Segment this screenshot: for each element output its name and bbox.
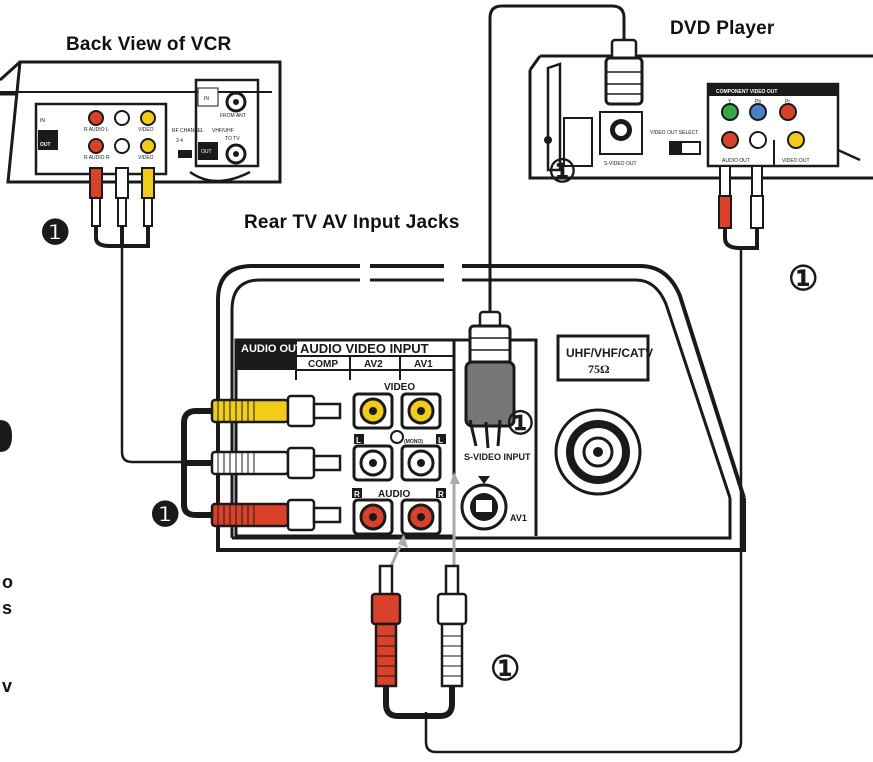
dvd-video-out-label: VIDEO OUT [782, 158, 810, 164]
s-video-cable [488, 4, 626, 315]
step-marker-vcr: ❶ [40, 213, 70, 253]
tv-video-label: VIDEO [384, 382, 415, 393]
tv-s-video-plug [464, 310, 516, 449]
tv-rear-panel: AUDIO OUTPUT AUDIO VIDEO INPUT COMP AV2 … [216, 258, 746, 552]
vcr-video-label: VIDEO [138, 127, 154, 133]
tv-av2-label: AV2 [364, 359, 383, 370]
dvd-component-out-label: COMPONENT VIDEO OUT [716, 89, 777, 95]
vcr-ant-in-label: IN [204, 96, 209, 102]
dvd-pr-label: Pr [785, 99, 790, 105]
left-fragment-3: v [2, 676, 13, 696]
tv-mono-label: (MONO) [404, 439, 423, 445]
tv-ohms-label: 75Ω [588, 362, 610, 376]
tv-rca-jacks [352, 392, 446, 536]
left-fragment-2: s [2, 598, 13, 618]
tv-title: Rear TV AV Input Jacks [244, 212, 460, 233]
tv-r-label: R [354, 490, 360, 499]
step-marker-dvd-audio: ① [788, 259, 818, 299]
tv-l2-label: L [438, 436, 443, 445]
dvd-jacks [721, 103, 805, 149]
tv-audio-output-label: AUDIO OUTPUT [241, 343, 325, 355]
vcr-rf-channel-label: RF CHANNEL [172, 128, 204, 134]
tv-antenna-jack [554, 408, 642, 496]
dvd-video-out-select-label: VIDEO OUT SELECT [650, 130, 698, 136]
left-edge-marker [0, 420, 12, 452]
vcr-in-label: IN [40, 118, 45, 124]
vcr-audio-r-label: R AUDIO R [84, 155, 110, 161]
vcr-to-tv-label: TO TV [225, 136, 240, 142]
tv-uhf-vhf-catv-label: UHF/VHF/CATV [566, 346, 653, 360]
vcr-out-rf-label: OUT [201, 149, 212, 155]
step-marker-tv-audio: ① [490, 649, 520, 689]
vcr-video2-label: VIDEO [138, 155, 154, 161]
vcr-to-tv-cable [120, 246, 212, 464]
dvd-audio-cable [424, 248, 743, 754]
vcr-rca-plugs [89, 167, 155, 248]
dvd-title: DVD Player [670, 18, 775, 39]
dvd-player-back-panel: COMPONENT VIDEO OUT Y Pb Pr VIDEO OUT SE… [528, 54, 873, 180]
vcr-back-panel: IN OUT R AUDIO L VIDEO R AUDIO R VIDEO I… [0, 60, 282, 184]
tv-r2-label: R [438, 490, 444, 499]
step-marker-dvd-svideo: ① [548, 152, 577, 190]
step-marker-tv-rca: ❶ [150, 495, 180, 535]
vcr-from-ant-label: FROM ANT [220, 113, 246, 119]
tv-av1-svideo-label: AV1 [510, 513, 527, 523]
vcr-audio-l-label: R AUDIO L [84, 127, 109, 133]
tv-s-video-input-label: S-VIDEO INPUT [464, 452, 531, 462]
dvd-s-video-plug [604, 38, 644, 106]
vcr-jacks [88, 91, 247, 165]
tv-rca-plugs-horizontal [181, 394, 342, 532]
vcr-out-label: OUT [40, 142, 51, 148]
dvd-pb-label: Pb [755, 99, 761, 105]
step-marker-tv-svideo: ① [506, 404, 535, 442]
vcr-vhf-uhf-label: VHF/UHF [212, 128, 234, 134]
vcr-ch34-label: 3 4 [176, 138, 183, 144]
tv-comp-label: COMP [308, 359, 338, 370]
vcr-title: Back View of VCR [66, 34, 232, 55]
tv-av1-label: AV1 [414, 359, 433, 370]
tv-audio-plugs-bottom [370, 472, 468, 719]
dvd-y-label: Y [728, 99, 732, 105]
left-fragment-1: o [2, 572, 13, 592]
tv-l-label: L [356, 436, 361, 445]
tv-audio-video-input-label: AUDIO VIDEO INPUT [300, 341, 429, 356]
tv-s-video-jack [460, 476, 508, 531]
dvd-audio-out-label: AUDIO OUT [722, 158, 750, 164]
tv-audio-label: AUDIO [378, 489, 410, 500]
dvd-s-video-out-label: S-VIDEO OUT [604, 161, 637, 167]
